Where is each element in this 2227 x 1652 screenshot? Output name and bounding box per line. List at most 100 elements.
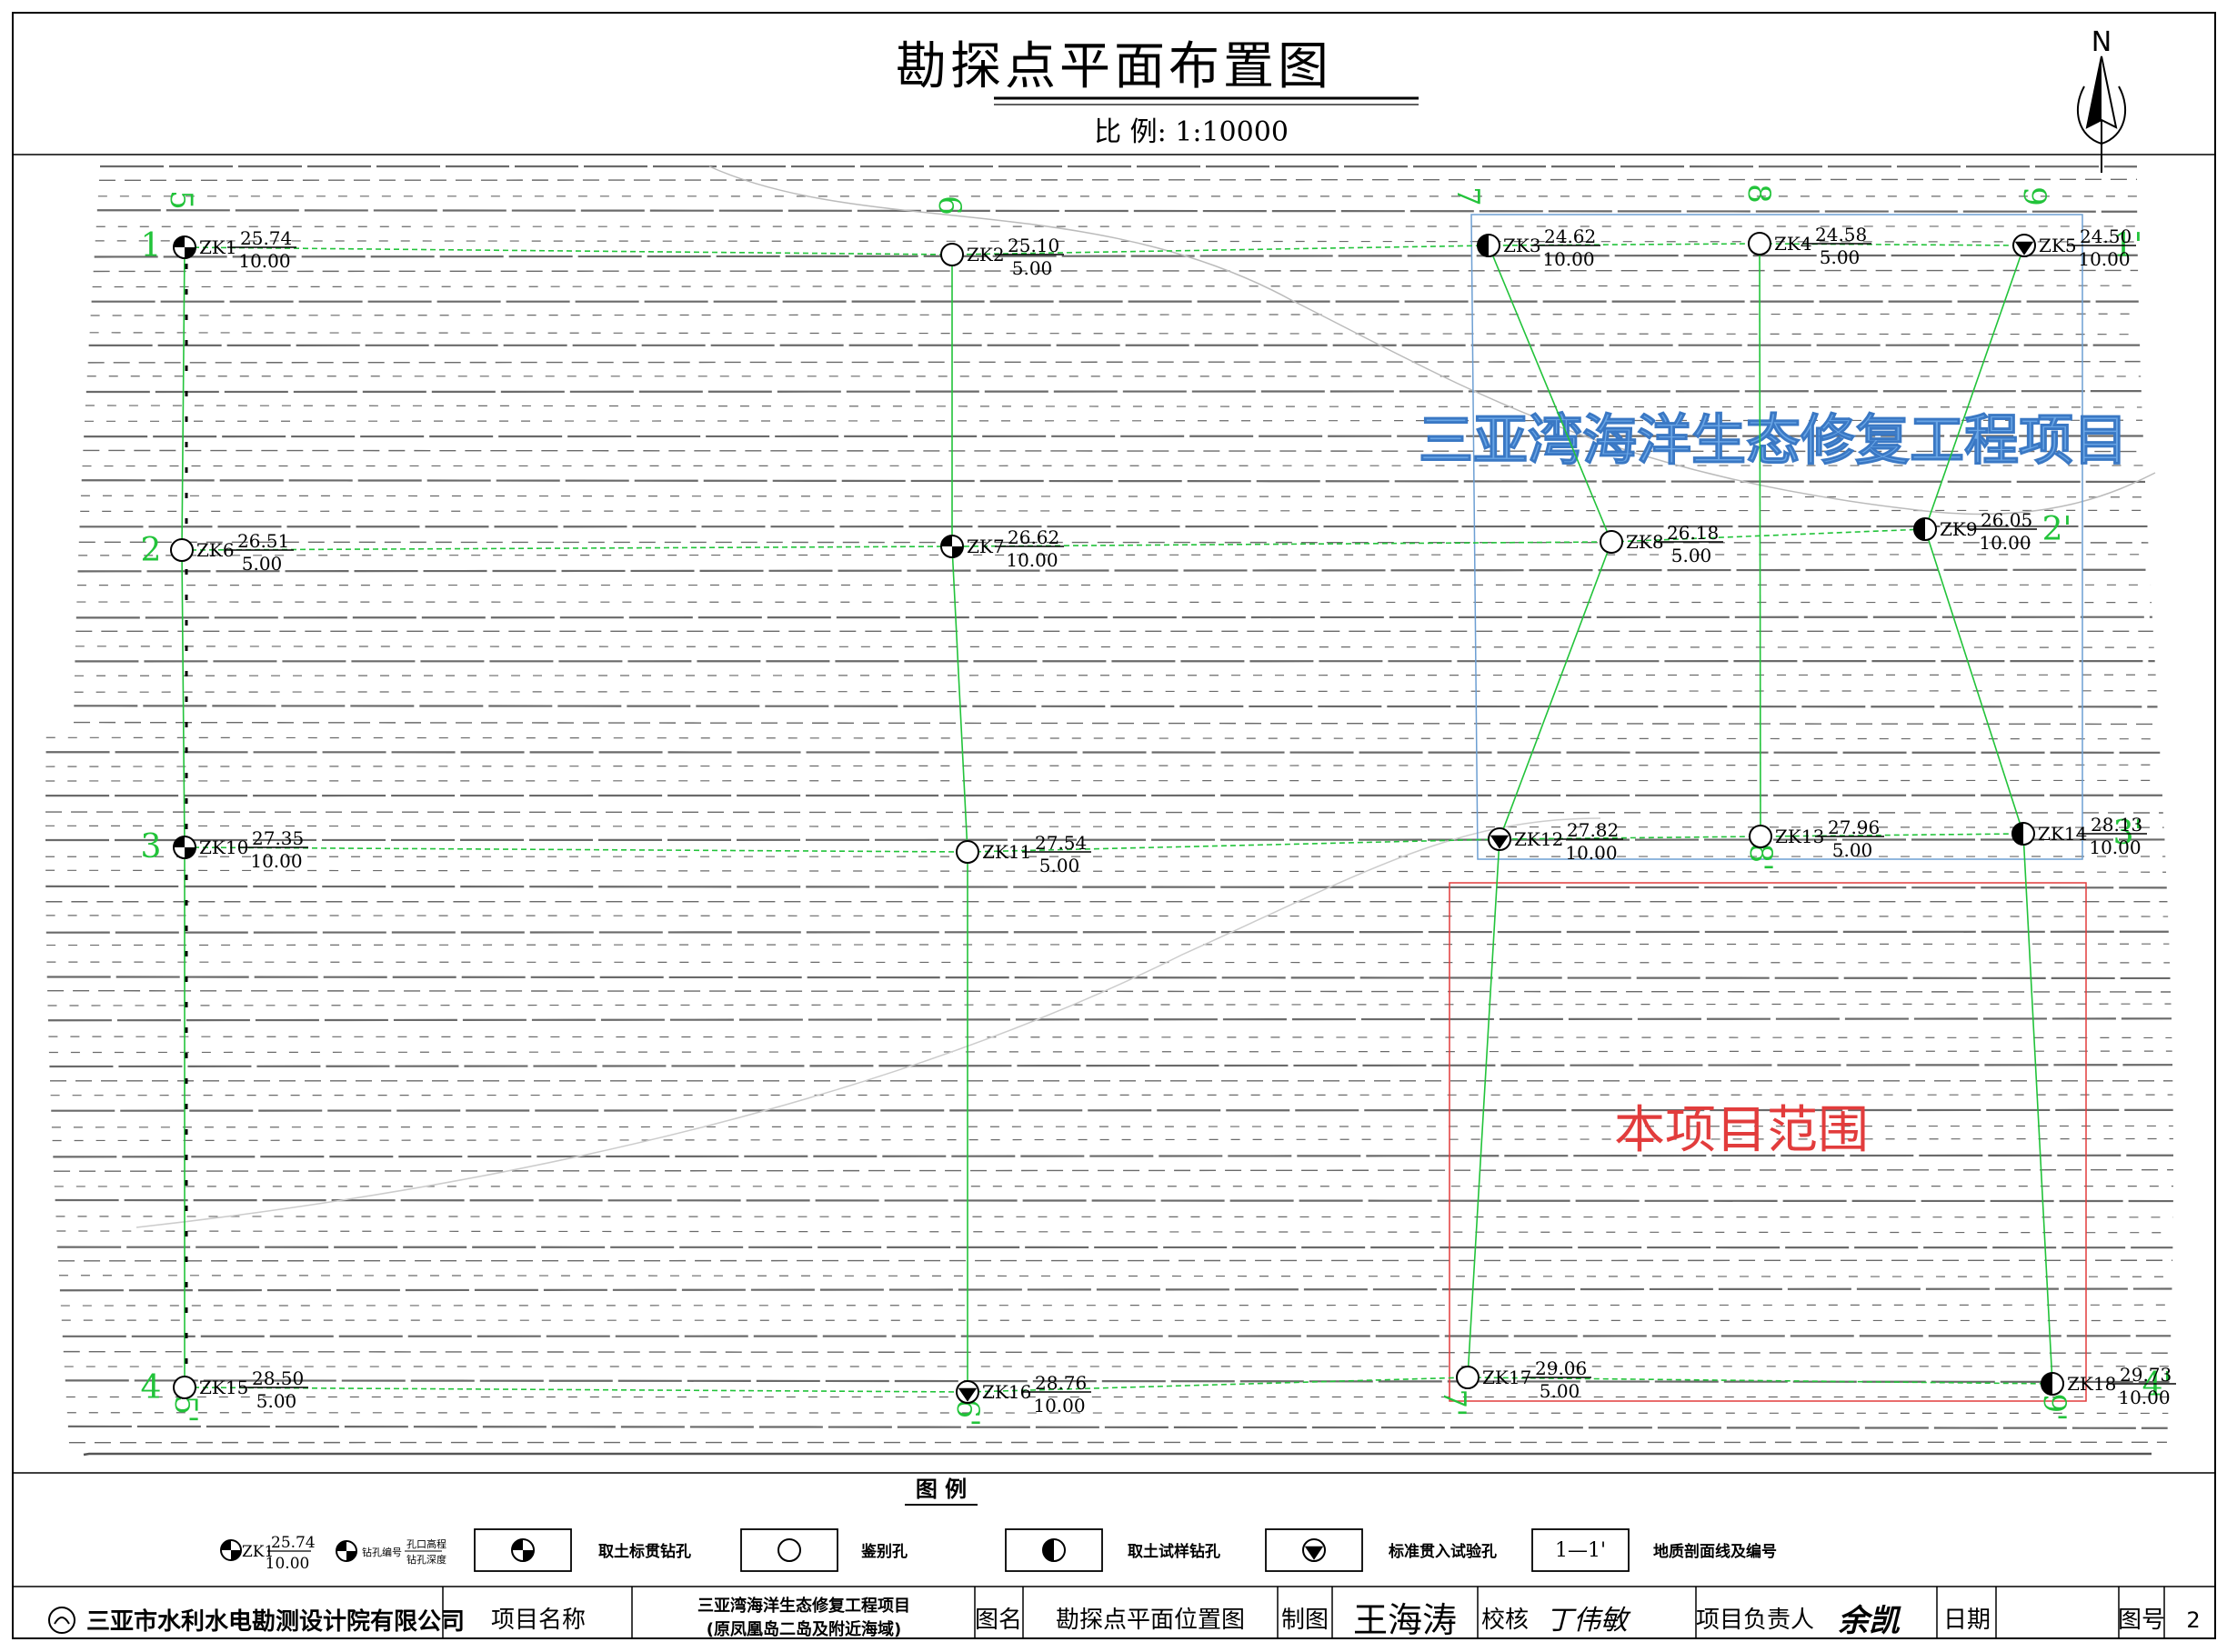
legend-sample-depth: 10.00 [266,1555,310,1573]
hatch-line [91,314,2140,315]
section-label-end: 7' [1436,1389,1472,1417]
hatch-line [47,991,2171,992]
borehole-depth: 5.00 [1671,545,1712,566]
hatch-line [68,1427,2168,1428]
legend-note-depth: 钻孔深度 [406,1553,446,1566]
drawing-name-label: 图名 [975,1607,1022,1634]
borehole-circle [174,1377,196,1398]
borehole-elevation: 24.58 [1815,224,1867,245]
symbol-fill [1478,235,1489,256]
legend-item: 取土标贯钻孔 [475,1529,691,1571]
restoration-project-label: 三亚湾海洋生态修复工程项目 [1419,409,2128,473]
hatch-line [79,542,2149,543]
hatch-line [46,752,2161,753]
seabed-hatching [45,166,2173,1455]
drawing-no-label: 图号 [2118,1607,2165,1634]
hatch-line [93,285,2139,286]
hatch-line [75,675,2156,676]
hatch-line [82,480,2145,482]
hatch-line [75,691,2157,692]
symbol-fill [336,1541,346,1551]
legend-sample-elev: 25.74 [271,1534,316,1552]
hatch-line [55,1216,2172,1217]
symbol-fill [174,836,185,847]
borehole-elevation: 28.13 [2091,814,2142,836]
section-line [185,1377,2052,1392]
borehole-circle [1457,1367,1479,1388]
drawn-label: 制图 [1281,1607,1329,1634]
borehole-elevation: 26.18 [1667,522,1719,544]
borehole-elevation: 29.73 [2120,1364,2172,1386]
symbol-fill [1914,518,1925,540]
hatch-line [46,944,2169,945]
borehole-depth: 5.00 [1820,246,1861,268]
drawn-by-signature: 王海涛 [1353,1600,1457,1640]
project-name-line2: (原凤凰岛二岛及附近海域) [707,1619,901,1639]
hatch-line [67,1413,2169,1414]
section-label-end: 5' [167,1396,204,1424]
hatch-line [59,1276,2172,1277]
borehole-elevation: 26.51 [237,530,289,552]
project-name-line1: 三亚湾海洋生态修复工程项目 [697,1596,910,1616]
borehole-circle [1749,233,1771,255]
borehole-depth: 5.00 [256,1390,297,1412]
legend-item-label: 取土试样钻孔 [1128,1542,1220,1561]
hatch-line [86,391,2142,392]
legend-item-label: 地质剖面线及编号 [1653,1542,1777,1561]
drawing-title: 勘探点平面布置图 [896,37,1332,96]
hatch-line [90,333,2140,335]
symbol-fill [2012,823,2023,845]
hatch-line [76,602,2152,603]
borehole-depth: 10.00 [1006,549,1058,571]
legend-item-label: 标准贯入试验孔 [1389,1542,1497,1561]
hatch-line [80,510,2146,511]
hatch-line [56,1231,2172,1233]
symbol-fill [2041,1373,2052,1395]
legend-note-id: 钻孔编号 [362,1546,402,1558]
drawing-no: 2 [2186,1607,2200,1633]
legend-title: 图 例 [916,1477,967,1502]
hatch-line [81,496,2146,497]
borehole-depth: 5.00 [242,553,283,575]
hatch-line [61,1305,2172,1306]
borehole-depth: 10.00 [2078,248,2130,270]
section-line [1760,244,1761,836]
borehole-elevation: 28.50 [252,1367,304,1389]
borehole-circle [1600,531,1622,553]
check-label: 校核 [1481,1607,1529,1634]
borehole-elevation: 27.54 [1035,832,1087,854]
hatch-line [45,886,2167,887]
symbol-fill [174,236,185,247]
section-label-start: 2 [141,532,162,569]
checked-by-signature: 丁伟敏 [1546,1605,1631,1637]
symbol-fill [512,1539,523,1550]
borehole-depth: 5.00 [1012,257,1053,279]
borehole-elevation: 24.62 [1544,225,1596,247]
borehole-elevation: 26.05 [1981,509,2032,531]
hatch-line [45,812,2163,813]
hatch-line [46,932,2169,933]
borehole-elevation: 25.74 [240,227,292,249]
borehole-elevation: 27.35 [252,827,304,849]
borehole-elevation: 24.50 [2080,225,2132,247]
legend-item: 1—1'地质剖面线及编号 [1532,1529,1777,1571]
section-label-start: 9 [2016,186,2052,206]
section-label-end: 9' [2036,1394,2072,1422]
borehole-elevation: 27.82 [1567,819,1619,841]
symbol-fill [231,1550,241,1560]
borehole-circle [957,841,978,863]
hatch-line [51,1095,2173,1096]
symbol-fill [952,546,963,557]
hatch-line [78,555,2149,556]
scale-label: 比 例: 1:10000 [1094,116,1289,148]
